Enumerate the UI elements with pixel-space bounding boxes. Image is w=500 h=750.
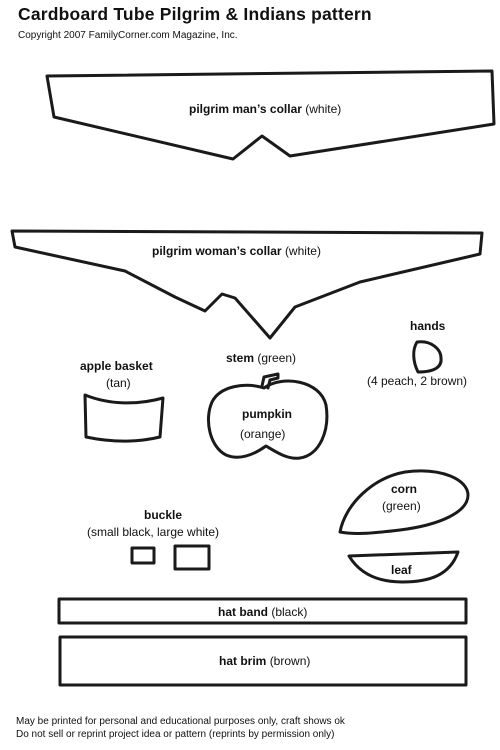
apple-basket-label: apple basket — [80, 359, 153, 373]
pumpkin-name: pumpkin — [242, 407, 292, 421]
woman-collar-name: pilgrim woman’s collar — [152, 244, 282, 258]
buckle-note: (small black, large white) — [87, 525, 220, 539]
footer-reprint-note: Do not sell or reprint project idea or p… — [16, 729, 335, 740]
hat-brim-name: hat brim — [219, 654, 267, 668]
hands-shape — [412, 340, 443, 374]
pumpkin-label: pumpkin — [242, 407, 292, 421]
buckle-small-shape — [130, 546, 156, 565]
man-collar-name: pilgrim man’s collar — [189, 102, 302, 116]
stem-shape — [260, 372, 280, 390]
apple-basket-shape — [83, 393, 165, 443]
leaf-name: leaf — [391, 563, 412, 577]
leaf-shape — [347, 550, 460, 584]
corn-label: corn — [391, 482, 417, 496]
hands-name: hands — [410, 319, 446, 333]
page-title: Cardboard Tube Pilgrim & Indians pattern — [18, 4, 372, 24]
apple-basket-name: apple basket — [80, 359, 153, 373]
corn-name: corn — [391, 482, 418, 496]
man-collar-note: (white) — [305, 102, 342, 116]
stem-name: stem — [226, 351, 255, 365]
hat-band-note: (black) — [271, 605, 308, 619]
hat-brim-note: (brown) — [269, 654, 311, 668]
apple-basket-note: (tan) — [106, 376, 131, 390]
hat-band-name: hat band — [218, 605, 268, 619]
woman-collar-note: (white) — [284, 244, 321, 258]
footer-usage-note: May be printed for personal and educatio… — [16, 716, 345, 727]
woman-collar-shape — [10, 229, 484, 340]
stem-note: (green) — [257, 351, 297, 365]
leaf-label: leaf — [391, 563, 412, 577]
stem-label: stem (green) — [226, 351, 296, 365]
buckle-large-shape — [173, 544, 211, 571]
copyright-notice: Copyright 2007 FamilyCorner.com Magazine… — [18, 30, 238, 41]
hat-band-shape — [57, 597, 468, 625]
pumpkin-note: (orange) — [240, 427, 286, 441]
corn-note: (green) — [382, 499, 421, 513]
woman-collar-label: pilgrim woman’s collar (white) — [152, 244, 321, 258]
hands-note: (4 peach, 2 brown) — [367, 374, 468, 388]
man-collar-label: pilgrim man’s collar (white) — [189, 102, 341, 116]
corn-shape — [338, 469, 470, 535]
man-collar-shape — [45, 69, 496, 161]
buckle-label: buckle — [144, 508, 182, 522]
pumpkin-shape — [207, 379, 329, 460]
buckle-name: buckle — [144, 508, 183, 522]
hat-band-label: hat band (black) — [218, 605, 307, 619]
hat-brim-shape — [58, 635, 468, 687]
hands-label: hands — [410, 319, 445, 333]
hat-brim-label: hat brim (brown) — [219, 654, 310, 668]
